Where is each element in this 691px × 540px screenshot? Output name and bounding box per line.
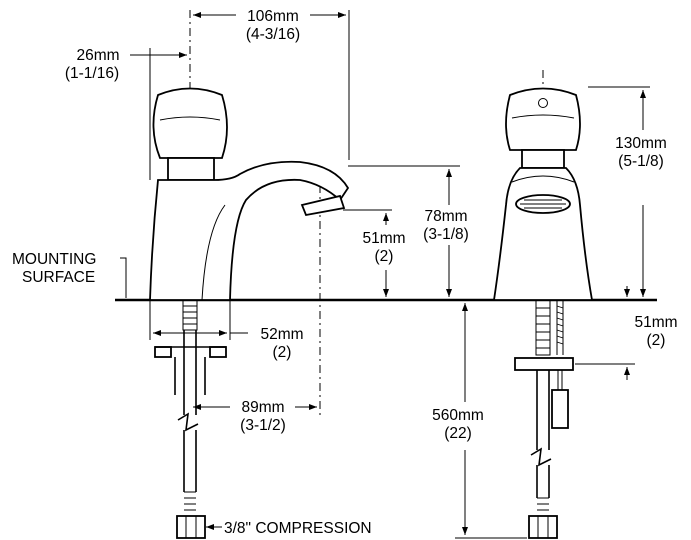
dim-top-width-mm: 106mm — [247, 8, 299, 25]
dim-spout-reach-mm: 89mm — [241, 399, 284, 416]
compression-label: 3/8" COMPRESSION — [224, 520, 372, 537]
dim-nut-depth-lines — [575, 286, 635, 380]
dim-total-height-mm: 130mm — [615, 135, 667, 152]
dim-supply-length-in: (22) — [444, 425, 472, 442]
mounting-leader — [120, 257, 127, 298]
dim-nut-depth-mm: 51mm — [634, 314, 677, 331]
left-supply-assembly — [154, 299, 227, 539]
dim-total-height-in: (5-1/8) — [618, 153, 664, 170]
dim-nut-depth-in: (2) — [647, 332, 666, 349]
dim-top-width-lines — [193, 10, 350, 160]
dim-outlet-height-mm: 51mm — [362, 230, 405, 247]
dim-offset-mm: 26mm — [76, 47, 119, 64]
dim-base-width-lines — [149, 300, 248, 340]
dim-outlet-height-in: (2) — [375, 248, 394, 265]
right-supply-assembly — [514, 299, 574, 539]
faucet-front-view — [492, 87, 594, 301]
mounting-label-line1: MOUNTING — [12, 251, 96, 268]
dim-total-height-lines — [588, 86, 650, 297]
faucet-side-view — [149, 87, 350, 301]
dim-offset-lines — [130, 48, 187, 180]
mounting-label-line2: SURFACE — [22, 269, 95, 286]
dim-base-width-in: (2) — [273, 344, 292, 361]
dim-offset-in: (1-1/16) — [65, 65, 119, 82]
compression-leader — [206, 524, 222, 530]
dim-base-width-mm: 52mm — [260, 326, 303, 343]
dim-top-width-in: (4-3/16) — [246, 26, 300, 43]
dim-outlet-height-lines — [343, 209, 392, 297]
dim-spout-reach-in: (3-1/2) — [240, 417, 286, 434]
dim-spout-height-mm: 78mm — [424, 208, 467, 225]
dim-spout-height-lines — [348, 165, 460, 297]
dim-spout-reach-lines — [193, 404, 317, 410]
dim-spout-height-in: (3-1/8) — [423, 226, 469, 243]
dim-supply-length-lines — [455, 303, 527, 539]
dim-supply-length-mm: 560mm — [432, 407, 484, 424]
